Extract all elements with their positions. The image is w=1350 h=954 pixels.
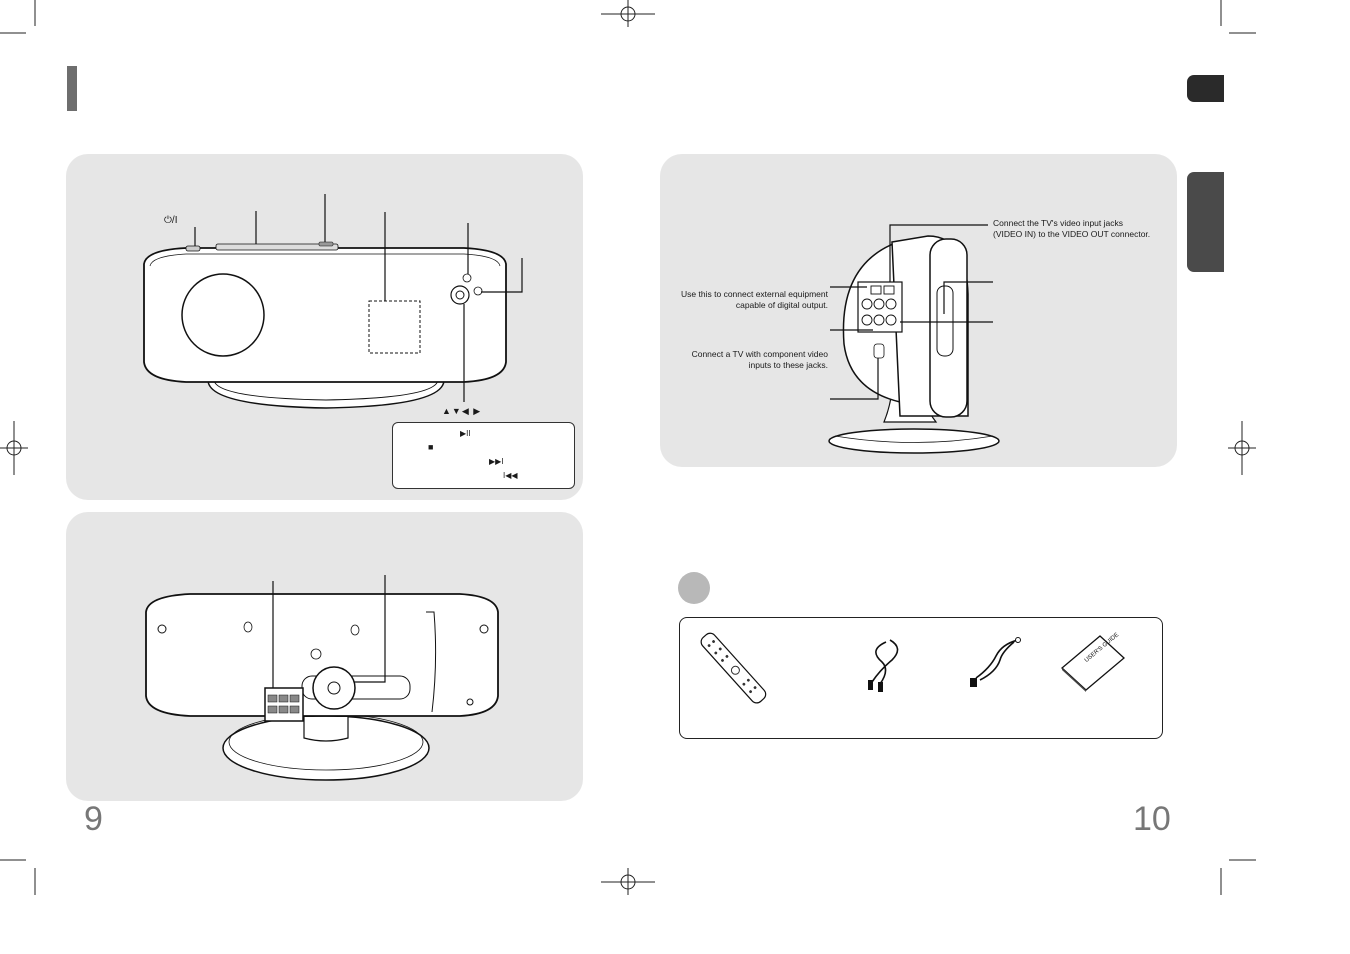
power-symbol-label: ⏻/I — [164, 215, 178, 226]
video-cable-icon — [868, 639, 899, 692]
arrow-keys-label: ▲▼◀ ▶ — [442, 406, 482, 416]
page-number-left: 9 — [84, 800, 103, 838]
fm-antenna-icon — [970, 637, 1021, 687]
callout-digital-input: Use this to connect external equipment c… — [681, 289, 828, 310]
chapter-tab — [1187, 75, 1224, 102]
front-panel-diagram — [143, 194, 523, 409]
callout-video-out: Connect the TV's video input jacks (VIDE… — [993, 218, 1151, 239]
play-pause-legend: ▶II — [460, 429, 471, 438]
section-side-tab — [1187, 172, 1224, 272]
callout-component-out: Connect a TV with component video inputs… — [691, 349, 828, 370]
rear-panel-diagram — [145, 575, 499, 781]
remote-control-icon — [700, 632, 767, 704]
stop-legend: ■ — [428, 442, 434, 452]
next-legend: ▶▶I — [489, 457, 504, 466]
side-panel-diagram — [828, 224, 1000, 454]
prev-legend: I◀◀ — [503, 471, 518, 480]
button-legend-box — [392, 422, 575, 489]
users-manual-icon: USER'S GUIDE — [1061, 632, 1125, 692]
accessories-circle-marker — [678, 572, 710, 604]
page-number-right: 10 — [1133, 800, 1171, 838]
section-title-bar — [67, 66, 77, 111]
